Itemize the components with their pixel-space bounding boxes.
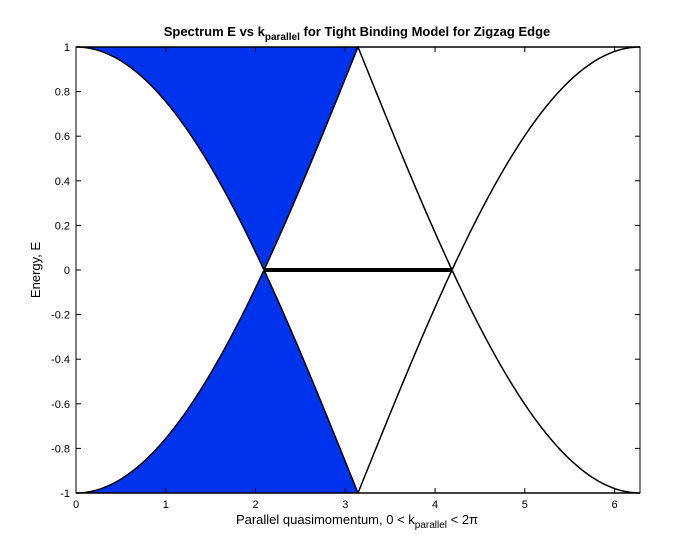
title-text-2: for Tight Binding Model for Zigzag Edge bbox=[300, 24, 550, 39]
xlabel-text-1: Parallel quasimomentum, 0 < k bbox=[236, 512, 415, 527]
band-regions bbox=[76, 47, 640, 493]
x-axis-ticks: 0 1 2 3 4 5 6 bbox=[73, 47, 618, 511]
y-tick-label: -1 bbox=[60, 488, 70, 500]
x-tick-label: 5 bbox=[522, 499, 528, 511]
y-tick-label: 0.2 bbox=[55, 220, 70, 232]
x-tick-label: 2 bbox=[252, 499, 258, 511]
title-subscript: parallel bbox=[265, 32, 300, 43]
y-tick-label: 0.6 bbox=[55, 131, 70, 143]
y-axis-label: Energy, E bbox=[28, 242, 43, 298]
upper-band-region bbox=[76, 47, 640, 269]
title-text-1: Spectrum E vs k bbox=[164, 24, 266, 39]
y-tick-label: 0.8 bbox=[55, 87, 70, 99]
x-tick-label: 0 bbox=[73, 499, 79, 511]
x-tick-label: 4 bbox=[432, 499, 438, 511]
x-tick-label: 1 bbox=[163, 499, 169, 511]
x-tick-label: 6 bbox=[612, 499, 618, 511]
y-axis-ticks: -1 -0.8 -0.6 -0.4 -0.2 0 0.2 0.4 0.6 0.8 1 bbox=[51, 42, 640, 500]
lower-band-region bbox=[76, 271, 640, 493]
y-tick-label: 0 bbox=[64, 265, 70, 277]
xlabel-subscript: parallel bbox=[415, 520, 447, 531]
x-tick-label: 3 bbox=[342, 499, 348, 511]
y-tick-label: 1 bbox=[64, 42, 70, 54]
chart-title: Spectrum E vs kparallel for Tight Bindin… bbox=[164, 24, 551, 43]
x-axis-label: Parallel quasimomentum, 0 < kparallel < … bbox=[236, 512, 478, 531]
y-tick-label: 0.4 bbox=[55, 176, 70, 188]
y-tick-label: -0.4 bbox=[51, 354, 70, 366]
y-tick-label: -0.6 bbox=[51, 399, 70, 411]
y-tick-label: -0.8 bbox=[51, 443, 70, 455]
xlabel-text-2: < 2π bbox=[447, 512, 478, 527]
y-tick-label: -0.2 bbox=[51, 310, 70, 322]
